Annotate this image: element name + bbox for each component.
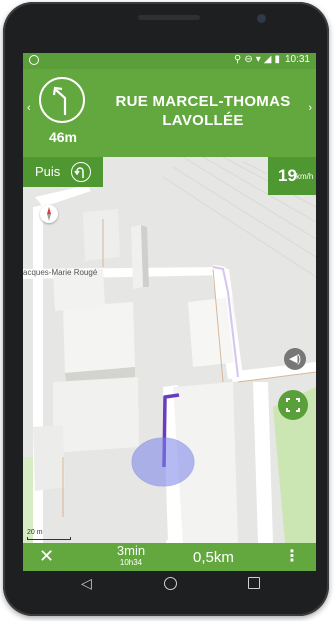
navigation-header[interactable]: ‹ 46m RUE MARCEL-THOMAS LAVOLLÉE ›	[23, 69, 316, 157]
arrival-time: 10h34	[119, 558, 143, 567]
map-scale-bar	[27, 537, 71, 540]
turn-instruction[interactable]	[39, 77, 85, 123]
chevron-right-icon[interactable]: ›	[308, 102, 312, 114]
speed-indicator: 19 km/h	[268, 157, 316, 195]
compass-icon	[47, 207, 51, 221]
next-instruction[interactable]: Puis	[23, 157, 103, 187]
trip-eta: 3min 10h34	[103, 544, 159, 568]
compass-button[interactable]	[40, 205, 58, 223]
turn-sharp-left-icon	[52, 86, 67, 115]
front-camera	[257, 14, 266, 23]
next-instruction-label: Puis	[35, 164, 61, 179]
status-icons: ⚲⊖▾◢▮10:31	[234, 54, 310, 65]
map-street-label: acques-Marie Rougé	[23, 268, 98, 277]
drawer-handle[interactable]	[166, 540, 174, 543]
status-bar: ⚲⊖▾◢▮10:31	[23, 53, 316, 69]
notification-icon	[29, 55, 39, 65]
speed-unit: km/h	[296, 172, 314, 181]
map-view[interactable]: acques-Marie Rougé ◀) 20 m	[23, 156, 316, 543]
battery-icon: ▮	[274, 54, 283, 65]
fullscreen-button[interactable]	[278, 390, 308, 420]
speaker-icon: ◀)	[288, 353, 302, 365]
speed-value: 19	[278, 166, 297, 185]
system-navigation-bar: ◁	[23, 571, 316, 601]
chevron-left-icon[interactable]: ‹	[27, 102, 31, 114]
dnd-icon: ⊖	[244, 54, 256, 65]
home-icon[interactable]	[164, 577, 177, 590]
trip-duration: 3min	[116, 543, 146, 558]
location-icon: ⚲	[234, 54, 245, 65]
app-screen: ⚲⊖▾◢▮10:31	[23, 53, 316, 571]
fullscreen-icon	[286, 398, 300, 412]
sound-button[interactable]: ◀)	[284, 348, 306, 370]
turn-distance: 46m	[48, 129, 78, 145]
recent-apps-icon[interactable]	[248, 577, 260, 589]
street-name: RUE MARCEL-THOMAS LAVOLLÉE	[115, 93, 291, 129]
u-turn-left-icon	[71, 162, 91, 182]
map-scale-label: 20 m	[27, 529, 43, 536]
signal-icon: ◢	[263, 54, 275, 65]
speaker-grille	[138, 15, 200, 20]
trip-bar[interactable]: ✕ 3min 10h34 0,5km ⋮	[23, 543, 316, 571]
back-icon[interactable]: ◁	[81, 575, 92, 591]
close-icon[interactable]: ✕	[39, 546, 55, 566]
map-canvas[interactable]	[23, 156, 316, 543]
next-instruction-panel: Puis	[23, 157, 103, 187]
status-time: 10:31	[284, 54, 310, 65]
wifi-icon: ▾	[255, 54, 264, 65]
remaining-distance: 0,5km	[193, 549, 234, 566]
more-options-icon[interactable]: ⋮	[284, 548, 300, 565]
